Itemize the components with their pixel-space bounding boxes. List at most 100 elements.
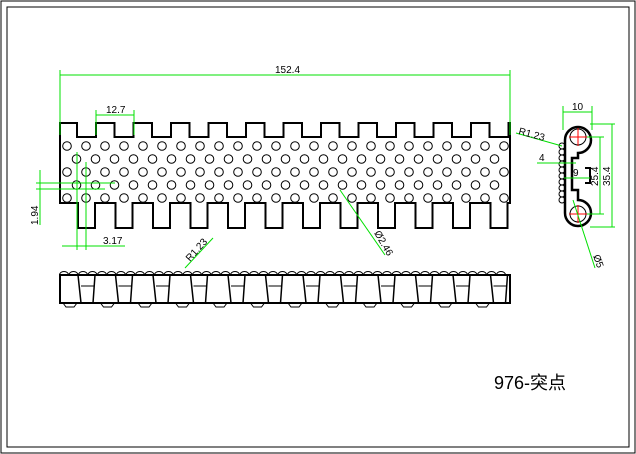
hole: [470, 180, 481, 190]
hole: [480, 193, 490, 203]
hole: [489, 180, 500, 190]
hole: [318, 154, 329, 164]
hole: [442, 167, 452, 177]
hole: [147, 180, 158, 190]
hole: [223, 180, 234, 190]
hole: [499, 141, 509, 151]
side-bump: [558, 196, 566, 204]
hole: [347, 167, 357, 177]
hole: [366, 193, 376, 203]
hole: [442, 141, 452, 151]
hole: [328, 167, 338, 177]
hole: [271, 167, 281, 177]
hole: [375, 154, 386, 164]
hole: [81, 141, 91, 151]
hole: [233, 141, 243, 151]
dim-rod-diameter: Ø5: [590, 253, 605, 270]
hole: [404, 167, 414, 177]
dim-row-offset: 1.94: [30, 205, 41, 225]
link-divider: [489, 274, 509, 304]
hole: [109, 154, 120, 164]
hole: [337, 154, 348, 164]
hole: [366, 167, 376, 177]
hole: [138, 141, 148, 151]
hole: [309, 167, 319, 177]
hole: [252, 167, 262, 177]
link-divider: [452, 274, 471, 304]
link-divider: [339, 274, 359, 304]
dim-side-width: 10: [572, 102, 584, 113]
hole: [166, 180, 177, 190]
front-outline: [59, 274, 511, 304]
link-foot: [400, 302, 415, 308]
hole: [252, 193, 262, 203]
hole: [195, 141, 205, 151]
hole: [271, 193, 281, 203]
hole: [204, 154, 215, 164]
hole: [318, 180, 329, 190]
hole: [385, 141, 395, 151]
side-view: [558, 125, 593, 228]
hole: [176, 193, 186, 203]
dim-side-pitch: 25.4: [590, 166, 601, 186]
dim-hole-diameter: Ø2.46: [371, 229, 394, 258]
hole: [62, 141, 72, 151]
dimension-lines: [36, 70, 615, 269]
hole: [423, 167, 433, 177]
hole: [119, 141, 129, 151]
dim-bottom-radius: R1.23: [184, 236, 210, 264]
hole: [347, 141, 357, 151]
belt-outline: [59, 122, 511, 229]
hole: [451, 180, 462, 190]
hole: [100, 167, 110, 177]
hole: [356, 180, 367, 190]
hole: [242, 154, 253, 164]
hole: [90, 180, 101, 190]
hole: [499, 167, 509, 177]
hole: [451, 154, 462, 164]
link-foot: [175, 302, 190, 308]
hole: [290, 167, 300, 177]
hole: [461, 167, 471, 177]
hole: [299, 180, 310, 190]
hole: [394, 180, 405, 190]
hole: [195, 167, 205, 177]
hole: [309, 193, 319, 203]
hole: [223, 154, 234, 164]
drawing-title: 976-突点: [494, 373, 566, 393]
dim-side-four: 4: [539, 153, 545, 164]
dim-overall-width: 152.4: [275, 65, 300, 76]
link-foot: [137, 302, 153, 308]
hole: [138, 193, 148, 203]
hole: [157, 167, 167, 177]
hole: [432, 154, 443, 164]
hole: [204, 180, 215, 190]
link-divider: [77, 274, 96, 304]
link-foot: [475, 302, 490, 308]
hole: [138, 167, 148, 177]
hole: [261, 180, 272, 190]
hole: [394, 154, 405, 164]
link-foot: [62, 302, 78, 308]
dim-col-offset: 3.17: [103, 236, 123, 247]
hole: [356, 154, 367, 164]
hole: [337, 180, 348, 190]
hole: [90, 154, 101, 164]
link-foot: [362, 302, 378, 308]
link-divider: [227, 274, 246, 304]
hole: [214, 193, 224, 203]
hole: [195, 193, 205, 203]
dim-pitch: 12.7: [106, 105, 126, 116]
hole: [413, 154, 424, 164]
link-divider: [264, 274, 284, 304]
hole: [375, 180, 386, 190]
hole: [413, 180, 424, 190]
hole: [385, 167, 395, 177]
hole: [128, 154, 139, 164]
hole: [185, 154, 196, 164]
hole: [252, 141, 262, 151]
link-divider: [302, 274, 321, 304]
hole: [157, 141, 167, 151]
